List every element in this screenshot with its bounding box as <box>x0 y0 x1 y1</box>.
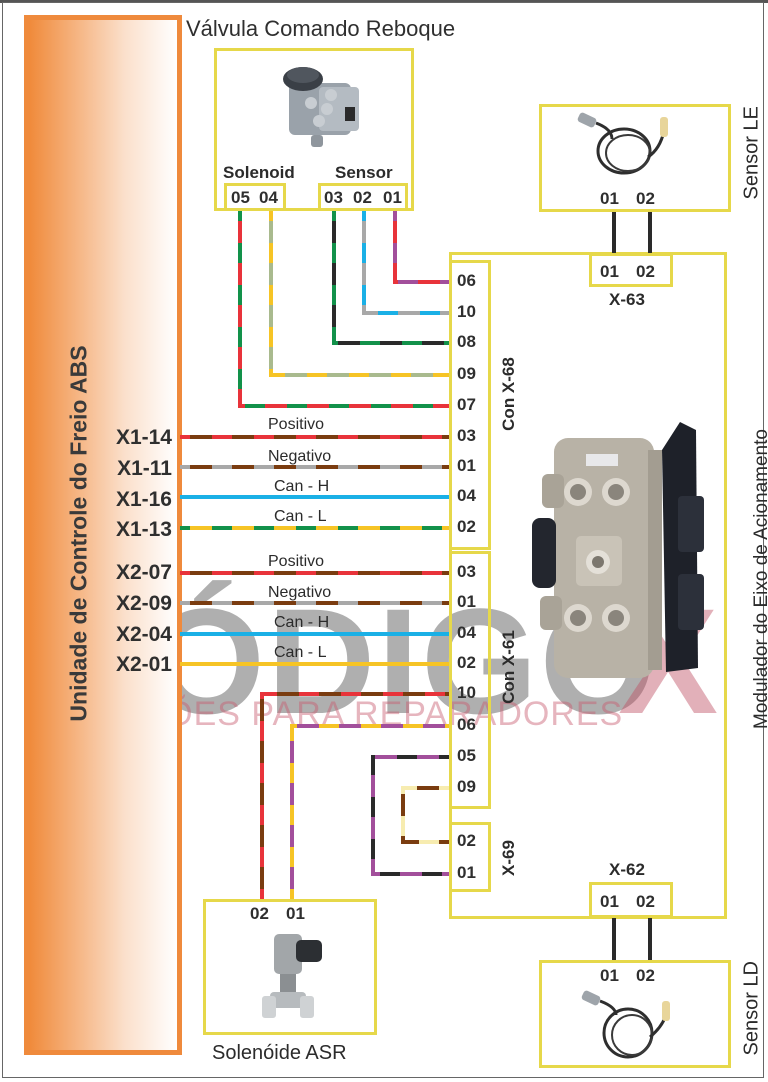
sensor-le-pin-01: 01 <box>600 189 619 208</box>
ecu-pin-x2-04: X2-04 <box>115 623 172 646</box>
ecu-pin-x1-11: X1-11 <box>117 457 172 480</box>
con-x68-pin-06: 06 <box>457 271 476 290</box>
wire-valve-02-x68-10 <box>362 211 449 315</box>
trailer-sensor-connector: 03 02 01 <box>318 183 408 211</box>
trailer-pin-04: 04 <box>259 188 278 207</box>
con-x61-pin-04: 04 <box>457 623 476 642</box>
wire-label-x1-positivo: Positivo <box>268 416 325 433</box>
sensor-le-box: 01 02 <box>539 104 731 212</box>
top-border <box>0 0 768 3</box>
asr-solenoid-title: Solenóide ASR <box>212 1042 347 1064</box>
asr-solenoid-image <box>262 934 322 1018</box>
wire-valve-01-x68-06 <box>393 211 449 284</box>
con-x68-pin-03: 03 <box>457 426 476 445</box>
wire-label-x1-negativo: Negativo <box>268 448 332 465</box>
sensor-ld-pin-01: 01 <box>600 966 619 985</box>
ecu-pin-x1-16: X1-16 <box>115 488 172 511</box>
asr-solenoid-box: 02 01 <box>203 899 377 1035</box>
x62-label: X-62 <box>609 860 645 879</box>
con-x68-pin-08: 08 <box>457 332 476 351</box>
solenoid-group-label: Solenoid <box>223 163 295 182</box>
wire-label-x2-positivo: Positivo <box>268 553 325 570</box>
ecu-pin-x1-13: X1-13 <box>115 518 172 541</box>
modulator-image <box>532 422 704 678</box>
wire-asr-02-x61-10 <box>260 692 449 899</box>
asr-pin-02: 02 <box>250 904 269 923</box>
con-x61-connector <box>449 551 491 809</box>
abs-ecu-block: Unidade de Controle do Freio ABS <box>24 15 182 1055</box>
x62-pin-02: 02 <box>636 892 655 911</box>
con-x68-pin-01: 01 <box>457 456 476 475</box>
con-x61-pin-06: 06 <box>457 715 476 734</box>
x63-label: X-63 <box>609 290 645 309</box>
trailer-valve-box: Solenoid Sensor <box>214 48 414 211</box>
con-x61-pin-10: 10 <box>457 683 476 702</box>
wire-label-x2-can-l: Can - L <box>274 644 327 661</box>
ecu-pin-x1-14: X1-14 <box>115 426 172 449</box>
ecu-pin-x2-07: X2-07 <box>115 561 172 584</box>
sensor-le-pin-02: 02 <box>636 189 655 208</box>
trailer-valve-title: Válvula Comando Reboque <box>186 16 456 41</box>
con-x68-pin-07: 07 <box>457 395 476 414</box>
con-x61-pin-02: 02 <box>457 653 476 672</box>
con-x61-pin-03: 03 <box>457 562 476 581</box>
sensor-group-label: Sensor <box>335 163 393 182</box>
sensor-ld-pin-02: 02 <box>636 966 655 985</box>
wire-x61-09-x69-02 <box>401 786 449 844</box>
ecu-pin-x2-01: X2-01 <box>115 653 172 676</box>
x69-pin-02: 02 <box>457 831 476 850</box>
x63-pin-02: 02 <box>636 262 655 281</box>
x69-connector <box>449 822 491 892</box>
trailer-solenoid-connector: 05 04 <box>224 183 286 211</box>
trailer-pin-02: 02 <box>353 188 372 207</box>
wire-x61-05-x69-01 <box>371 755 449 876</box>
wire-valve-05-x68-07 <box>238 211 449 408</box>
trailer-pin-03: 03 <box>324 188 343 207</box>
x63-pin-01: 01 <box>600 262 619 281</box>
x69-pin-01: 01 <box>457 863 476 882</box>
con-x61-pin-09: 09 <box>457 777 476 796</box>
x63-connector: 01 02 <box>589 253 673 287</box>
con-x61-pin-05: 05 <box>457 746 476 765</box>
con-x68-pin-10: 10 <box>457 302 476 321</box>
wire-label-x1-can-l: Can - L <box>274 508 327 525</box>
wire-asr-01-x61-06 <box>290 724 449 899</box>
trailer-valve-image <box>283 67 359 147</box>
wire-label-x1-can-h: Can - H <box>274 478 330 495</box>
wire-label-x2-negativo: Negativo <box>268 584 332 601</box>
wire-label-x2-can-h: Can - H <box>274 614 330 631</box>
trailer-pin-05: 05 <box>231 188 250 207</box>
asr-pin-01: 01 <box>286 904 305 923</box>
con-x68-pin-09: 09 <box>457 364 476 383</box>
sensor-ld-box: 01 02 <box>539 960 731 1068</box>
x62-connector: 01 02 <box>589 882 673 918</box>
wire-valve-03-x68-08 <box>332 211 449 345</box>
wire-valve-04-x68-09 <box>269 211 449 377</box>
ecu-pin-x2-09: X2-09 <box>115 592 172 615</box>
con-x68-connector <box>449 260 491 550</box>
trailer-pin-01: 01 <box>383 188 402 207</box>
con-x61-pin-01: 01 <box>457 592 476 611</box>
con-x68-pin-02: 02 <box>457 517 476 536</box>
x62-pin-01: 01 <box>600 892 619 911</box>
wheel-sensor-ld-image <box>581 990 670 1059</box>
wheel-sensor-le-image <box>577 112 668 175</box>
con-x68-pin-04: 04 <box>457 486 476 505</box>
